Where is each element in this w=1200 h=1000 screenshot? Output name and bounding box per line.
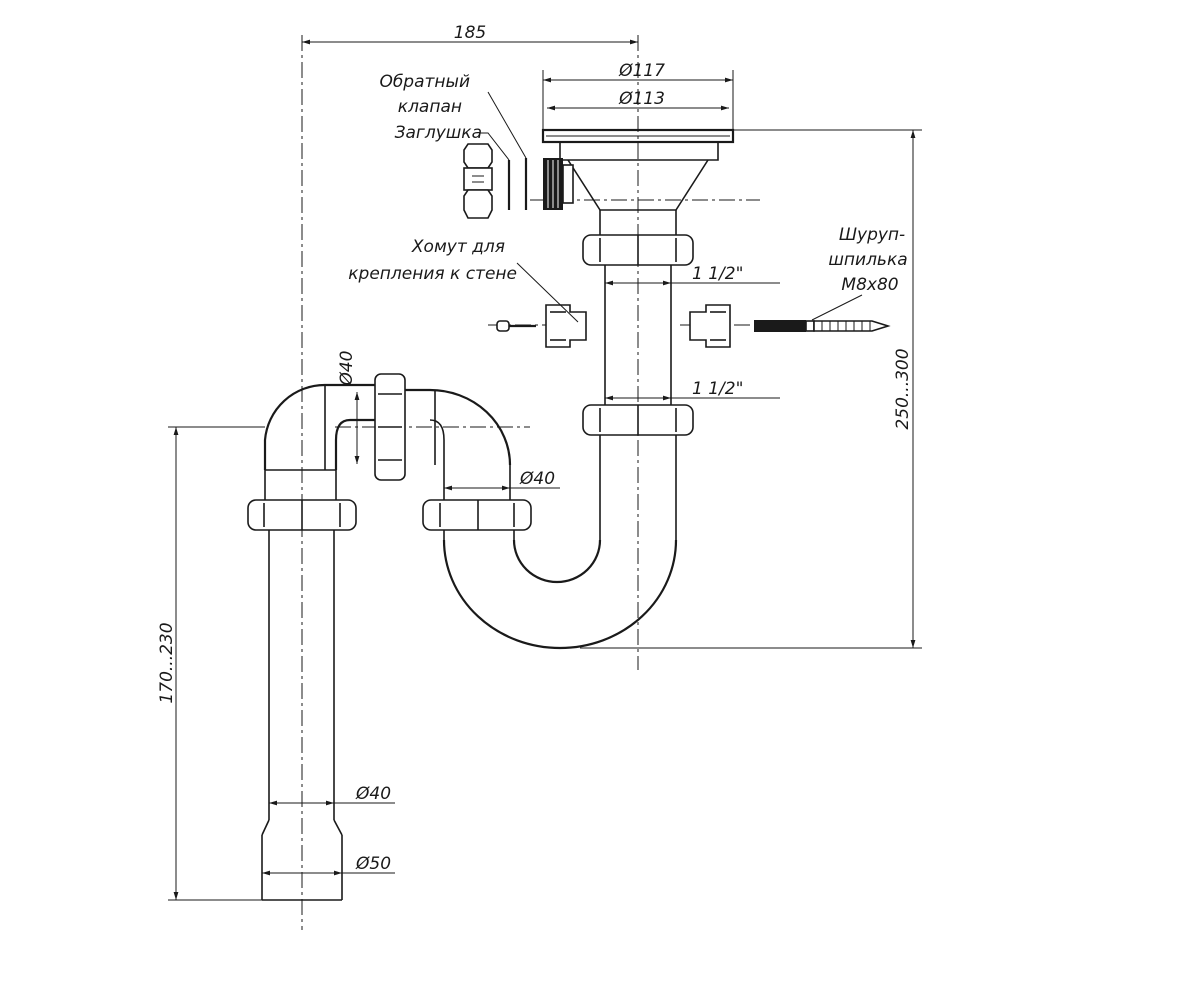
elbow-bend [263, 373, 512, 481]
dim-height-250-300: 250...300 [893, 348, 913, 429]
dim-dia-40-outlet: Ø40 [355, 784, 391, 804]
label-wall-clamp-1: Хомут для [411, 237, 505, 257]
u-trap [422, 465, 678, 650]
dimension-labels: 185 Ø117 Ø113 1 1/2" 1 1/2" 250...300 17… [157, 23, 913, 874]
label-screw-stud-2: шпилька [828, 250, 907, 270]
dimension-lines [168, 39, 922, 901]
dim-height-170-230: 170...230 [157, 622, 177, 703]
label-plug: Заглушка [395, 123, 482, 143]
dim-dia-50-outlet: Ø50 [355, 854, 391, 874]
label-check-valve-2: клапан [398, 97, 462, 117]
dim-thread-lower: 1 1/2" [692, 379, 743, 399]
riser-pipe [582, 234, 694, 540]
wall-clamp-parts [496, 304, 891, 348]
label-wall-clamp-2: крепления к стене [348, 264, 517, 284]
dim-185: 185 [454, 23, 486, 43]
dim-thread-upper: 1 1/2" [692, 264, 743, 284]
dim-dia-113: Ø113 [618, 89, 665, 109]
sink-strainer [541, 128, 735, 238]
leader-lines [480, 91, 863, 323]
outlet-pipe [247, 470, 357, 901]
dim-dia-40-elbow: Ø40 [337, 350, 357, 386]
part-labels: Обратный клапан Заглушка Хомут для крепл… [348, 72, 907, 295]
check-valve-discs [507, 158, 528, 210]
label-screw-stud-1: Шуруп- [839, 225, 905, 245]
label-check-valve-1: Обратный [379, 72, 470, 92]
label-screw-stud-3: М8х80 [841, 275, 898, 295]
overflow-nozzle [543, 158, 574, 210]
dim-dia-40-trap: Ø40 [519, 469, 555, 489]
dim-dia-117: Ø117 [618, 61, 665, 81]
plug-part [463, 143, 493, 219]
